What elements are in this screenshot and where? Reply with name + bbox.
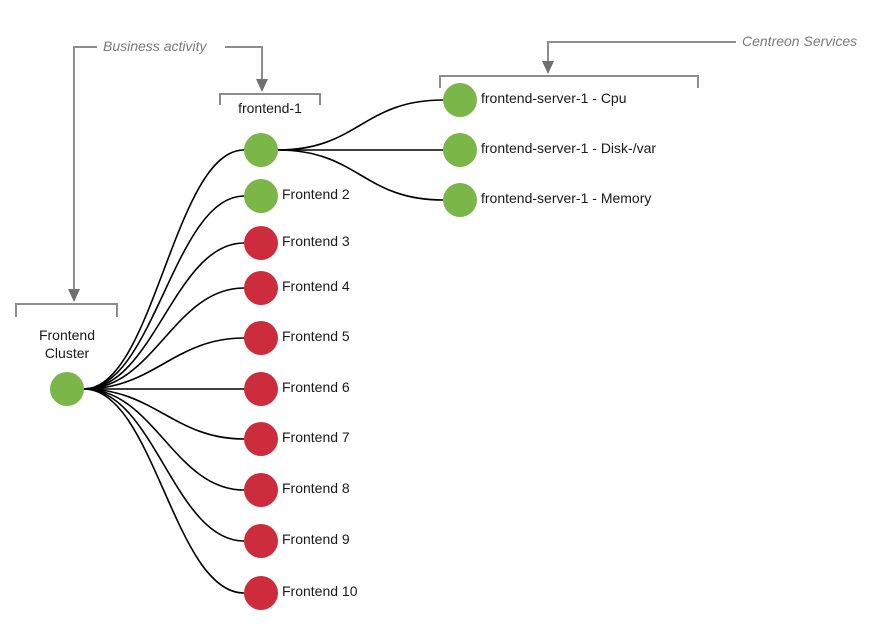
service-2-status-circle[interactable]: [443, 133, 477, 167]
frontend-node-5[interactable]: Frontend 5: [244, 321, 350, 355]
frontend-7-label: Frontend 7: [282, 429, 350, 445]
edge-root-to-frontend-3: [83, 242, 245, 390]
edge-frontend-1-to-service-3: [277, 149, 444, 201]
root-label-line1: Frontend: [39, 327, 95, 343]
service-3-status-circle[interactable]: [443, 183, 477, 217]
frontend-node-2[interactable]: Frontend 2: [244, 179, 350, 213]
edge-root-to-frontend-8: [83, 388, 245, 491]
centreon-services-annotation: Centreon Services: [439, 33, 857, 88]
arrow-to-root-line: [73, 46, 97, 290]
frontend-10-status-circle[interactable]: [244, 576, 278, 610]
frontend-node-7[interactable]: Frontend 7: [244, 422, 350, 456]
edge-root-to-frontend-10: [83, 388, 245, 594]
frontend-node-9[interactable]: Frontend 9: [244, 524, 350, 558]
service-3-label: frontend-server-1 - Memory: [481, 190, 651, 206]
edge-root-to-frontend-4: [83, 287, 245, 390]
edge-root-to-frontend-9: [83, 388, 245, 542]
frontend-8-label: Frontend 8: [282, 480, 350, 496]
arrow-to-frontend-1-line: [225, 46, 263, 80]
frontend-1-bracket: [219, 93, 321, 105]
edge-root-to-frontend-7: [83, 388, 245, 440]
service-1-label: frontend-server-1 - Cpu: [481, 90, 627, 106]
service-node-1[interactable]: frontend-server-1 - Cpu: [443, 83, 627, 117]
frontend-9-label: Frontend 9: [282, 531, 350, 547]
frontend-5-label: Frontend 5: [282, 328, 350, 344]
centreon-services-label: Centreon Services: [742, 33, 857, 49]
root-node[interactable]: Frontend Cluster: [39, 327, 95, 406]
frontend-node-10[interactable]: Frontend 10: [244, 576, 358, 610]
frontend-node-4[interactable]: Frontend 4: [244, 271, 350, 305]
frontend-9-status-circle[interactable]: [244, 524, 278, 558]
root-label-line2: Cluster: [45, 345, 90, 361]
services-bracket: [439, 75, 699, 88]
arrow-to-services-line: [547, 41, 736, 62]
frontend-5-status-circle[interactable]: [244, 321, 278, 355]
frontend-6-status-circle[interactable]: [244, 372, 278, 406]
business-activity-label: Business activity: [103, 38, 207, 54]
frontend-1-status-circle[interactable]: [244, 133, 278, 167]
service-nodes: frontend-server-1 - Cpu frontend-server-1…: [443, 83, 656, 217]
arrow-to-root-head: [68, 289, 80, 302]
frontend-node-6[interactable]: Frontend 6: [244, 372, 350, 406]
frontend-4-status-circle[interactable]: [244, 271, 278, 305]
frontend-6-label: Frontend 6: [282, 379, 350, 395]
frontend-3-status-circle[interactable]: [244, 226, 278, 260]
service-node-2[interactable]: frontend-server-1 - Disk-/var: [443, 133, 656, 167]
root-status-circle[interactable]: [50, 372, 84, 406]
frontend-8-status-circle[interactable]: [244, 473, 278, 507]
edge-root-to-frontend-2: [83, 195, 245, 390]
frontend-4-label: Frontend 4: [282, 278, 350, 294]
edge-frontend-1-to-service-1: [277, 99, 444, 151]
frontend-node-8[interactable]: Frontend 8: [244, 473, 350, 507]
service-node-3[interactable]: frontend-server-1 - Memory: [443, 183, 651, 217]
service-1-status-circle[interactable]: [443, 83, 477, 117]
edges-layer: [83, 99, 444, 594]
frontend-1-label: frontend-1: [238, 100, 302, 116]
service-2-label: frontend-server-1 - Disk-/var: [481, 140, 656, 156]
frontend-10-label: Frontend 10: [282, 583, 358, 599]
edge-root-to-frontend-1: [83, 149, 245, 390]
frontend-2-label: Frontend 2: [282, 186, 350, 202]
business-activity-annotation: Business activity: [15, 38, 321, 317]
frontend-node-1[interactable]: frontend-1: [238, 100, 302, 167]
frontend-7-status-circle[interactable]: [244, 422, 278, 456]
edge-root-to-frontend-5: [83, 337, 245, 390]
arrow-to-frontend-1-head: [256, 79, 268, 92]
root-bracket: [15, 303, 118, 317]
frontend-node-3[interactable]: Frontend 3: [244, 226, 350, 260]
arrow-to-services-head: [542, 61, 554, 74]
frontend-2-status-circle[interactable]: [244, 179, 278, 213]
frontend-3-label: Frontend 3: [282, 233, 350, 249]
